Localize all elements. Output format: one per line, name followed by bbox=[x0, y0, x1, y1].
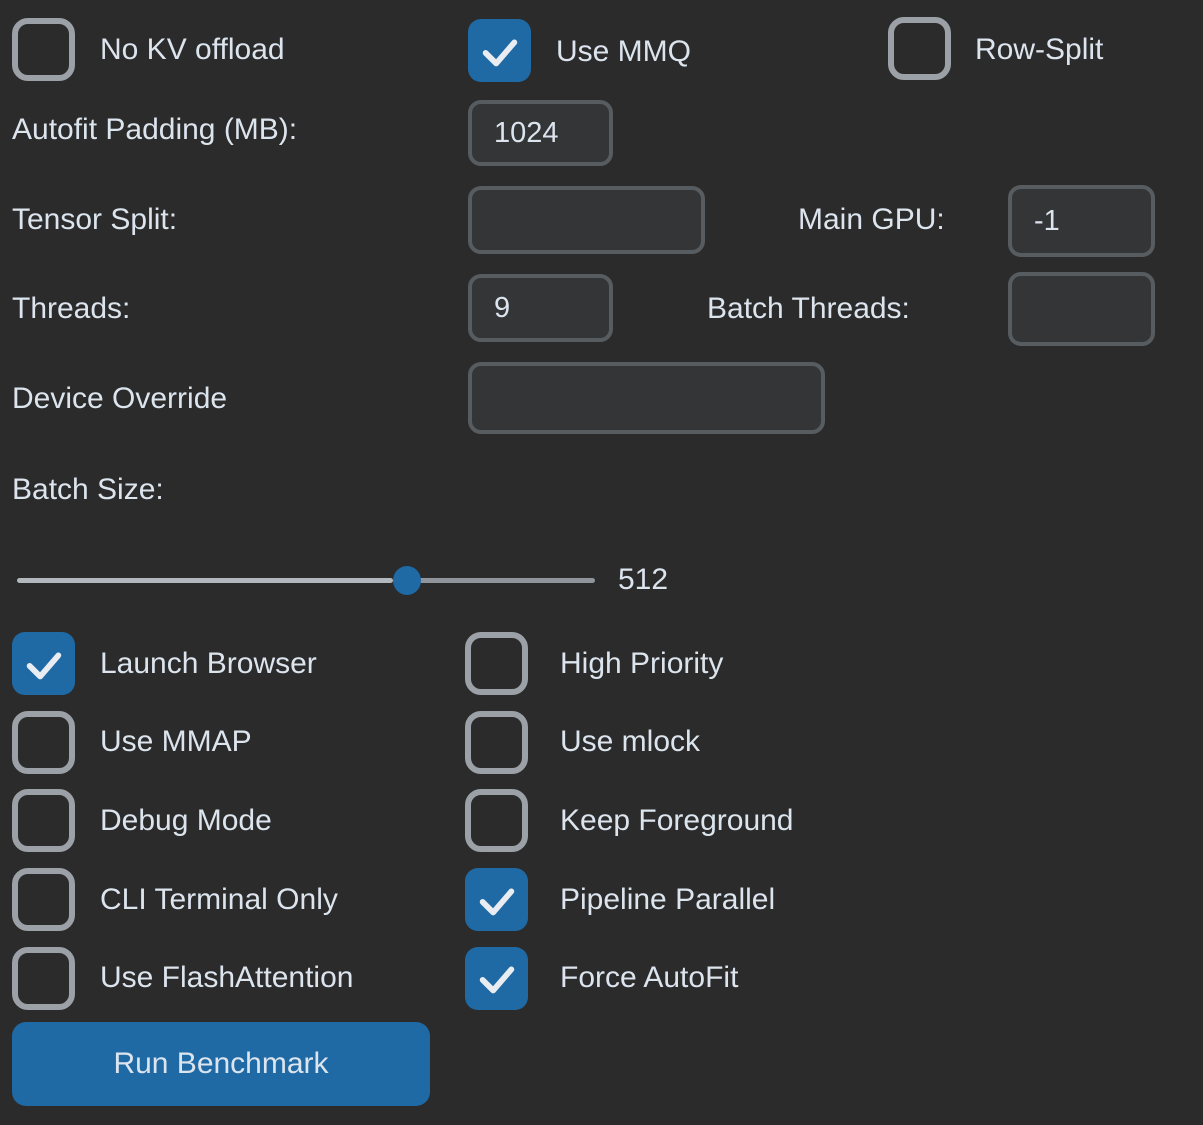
tensor-split-input[interactable] bbox=[468, 186, 705, 254]
use-mlock-checkbox[interactable] bbox=[465, 710, 528, 774]
launch-browser-label: Launch Browser bbox=[100, 646, 317, 680]
use-mmq-checkbox[interactable] bbox=[468, 19, 531, 82]
options-grid: Launch Browser High Priority Use MMAP Us… bbox=[12, 632, 794, 1010]
slider-track[interactable] bbox=[393, 578, 595, 583]
force-autofit-label: Force AutoFit bbox=[560, 961, 739, 995]
device-override-input[interactable] bbox=[468, 362, 825, 434]
threads-label: Threads: bbox=[12, 292, 131, 325]
use-mmq-label: Use MMQ bbox=[556, 35, 691, 68]
launch-browser-checkbox[interactable] bbox=[12, 632, 75, 695]
run-benchmark-button[interactable]: Run Benchmark bbox=[12, 1022, 430, 1106]
no-kv-offload-checkbox[interactable] bbox=[12, 18, 75, 81]
use-mlock-label: Use mlock bbox=[560, 725, 701, 759]
keep-foreground-label: Keep Foreground bbox=[560, 803, 794, 837]
tensor-split-label: Tensor Split: bbox=[12, 203, 178, 236]
batch-size-value: 512 bbox=[618, 563, 669, 596]
batch-size-slider[interactable] bbox=[0, 540, 700, 620]
debug-mode-label: Debug Mode bbox=[100, 803, 272, 837]
batch-threads-input[interactable] bbox=[1008, 272, 1155, 346]
slider-track-filled[interactable] bbox=[17, 578, 393, 583]
check-icon bbox=[482, 39, 517, 66]
keep-foreground-checkbox[interactable] bbox=[465, 789, 528, 853]
use-mmap-label: Use MMAP bbox=[100, 725, 252, 759]
check-icon bbox=[479, 966, 514, 994]
pipeline-parallel-checkbox[interactable] bbox=[465, 868, 528, 932]
batch-size-label: Batch Size: bbox=[12, 473, 164, 506]
no-kv-offload-label: No KV offload bbox=[100, 33, 285, 66]
force-autofit-checkbox[interactable] bbox=[465, 946, 528, 1010]
autofit-padding-label: Autofit Padding (MB): bbox=[12, 113, 298, 146]
device-override-label: Device Override bbox=[12, 382, 228, 415]
autofit-padding-input[interactable] bbox=[468, 100, 613, 166]
pipeline-parallel-label: Pipeline Parallel bbox=[560, 882, 776, 916]
slider-thumb[interactable] bbox=[393, 566, 421, 595]
high-priority-checkbox[interactable] bbox=[465, 632, 528, 695]
cli-terminal-only-checkbox[interactable] bbox=[12, 868, 75, 932]
check-icon bbox=[26, 652, 61, 679]
check-icon bbox=[479, 888, 514, 915]
row-split-checkbox[interactable] bbox=[888, 17, 951, 80]
high-priority-label: High Priority bbox=[560, 646, 724, 680]
main-gpu-label: Main GPU: bbox=[798, 203, 945, 236]
cli-terminal-only-label: CLI Terminal Only bbox=[100, 882, 338, 916]
use-flashattention-checkbox[interactable] bbox=[12, 946, 75, 1010]
row-split-label: Row-Split bbox=[975, 33, 1104, 66]
use-mmap-checkbox[interactable] bbox=[12, 710, 75, 774]
main-gpu-input[interactable] bbox=[1008, 185, 1155, 257]
threads-input[interactable] bbox=[468, 274, 613, 342]
use-flashattention-label: Use FlashAttention bbox=[100, 961, 354, 995]
batch-threads-label: Batch Threads: bbox=[707, 292, 910, 325]
debug-mode-checkbox[interactable] bbox=[12, 789, 75, 853]
